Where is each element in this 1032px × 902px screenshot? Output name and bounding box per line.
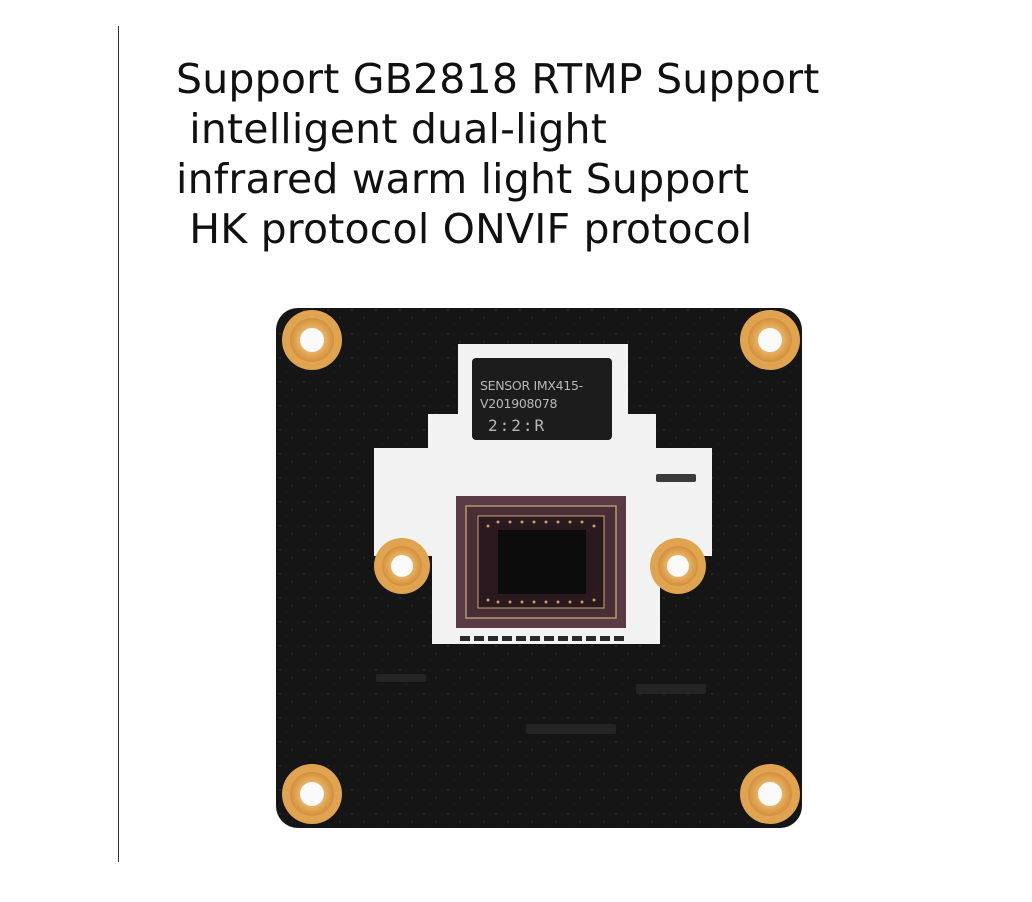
headline-line-3: infrared warm light Support: [176, 155, 750, 203]
left-divider-line: [118, 26, 119, 862]
sensor-contact-pads: [460, 636, 624, 641]
label-window: [472, 358, 612, 440]
lens-mount-hole-left: [374, 538, 430, 594]
headline-line-2: intelligent dual-light: [176, 105, 608, 153]
mounting-hole-bottom-left: [282, 764, 342, 824]
headline-line-4: HK protocol ONVIF protocol: [176, 205, 753, 253]
camera-module-board-photo: SENSOR IMX415- V201908078 2:2:R: [276, 304, 804, 830]
silkscreen-label-line-3: 2:2:R: [488, 416, 547, 435]
headline-line-1: Support GB2818 RTMP Support: [176, 55, 820, 103]
lens-mount-hole-right: [650, 538, 706, 594]
product-headline: Support GB2818 RTMP Support intelligent …: [176, 54, 936, 254]
mounting-hole-top-left: [282, 310, 342, 370]
mounting-hole-bottom-right: [740, 764, 800, 824]
sensor-die: [498, 530, 586, 594]
pcb-illustration: [276, 308, 802, 828]
mounting-hole-top-right: [740, 310, 800, 370]
silkscreen-label-line-2: V201908078: [480, 396, 558, 411]
silkscreen-label-line-1: SENSOR IMX415-: [480, 378, 583, 393]
